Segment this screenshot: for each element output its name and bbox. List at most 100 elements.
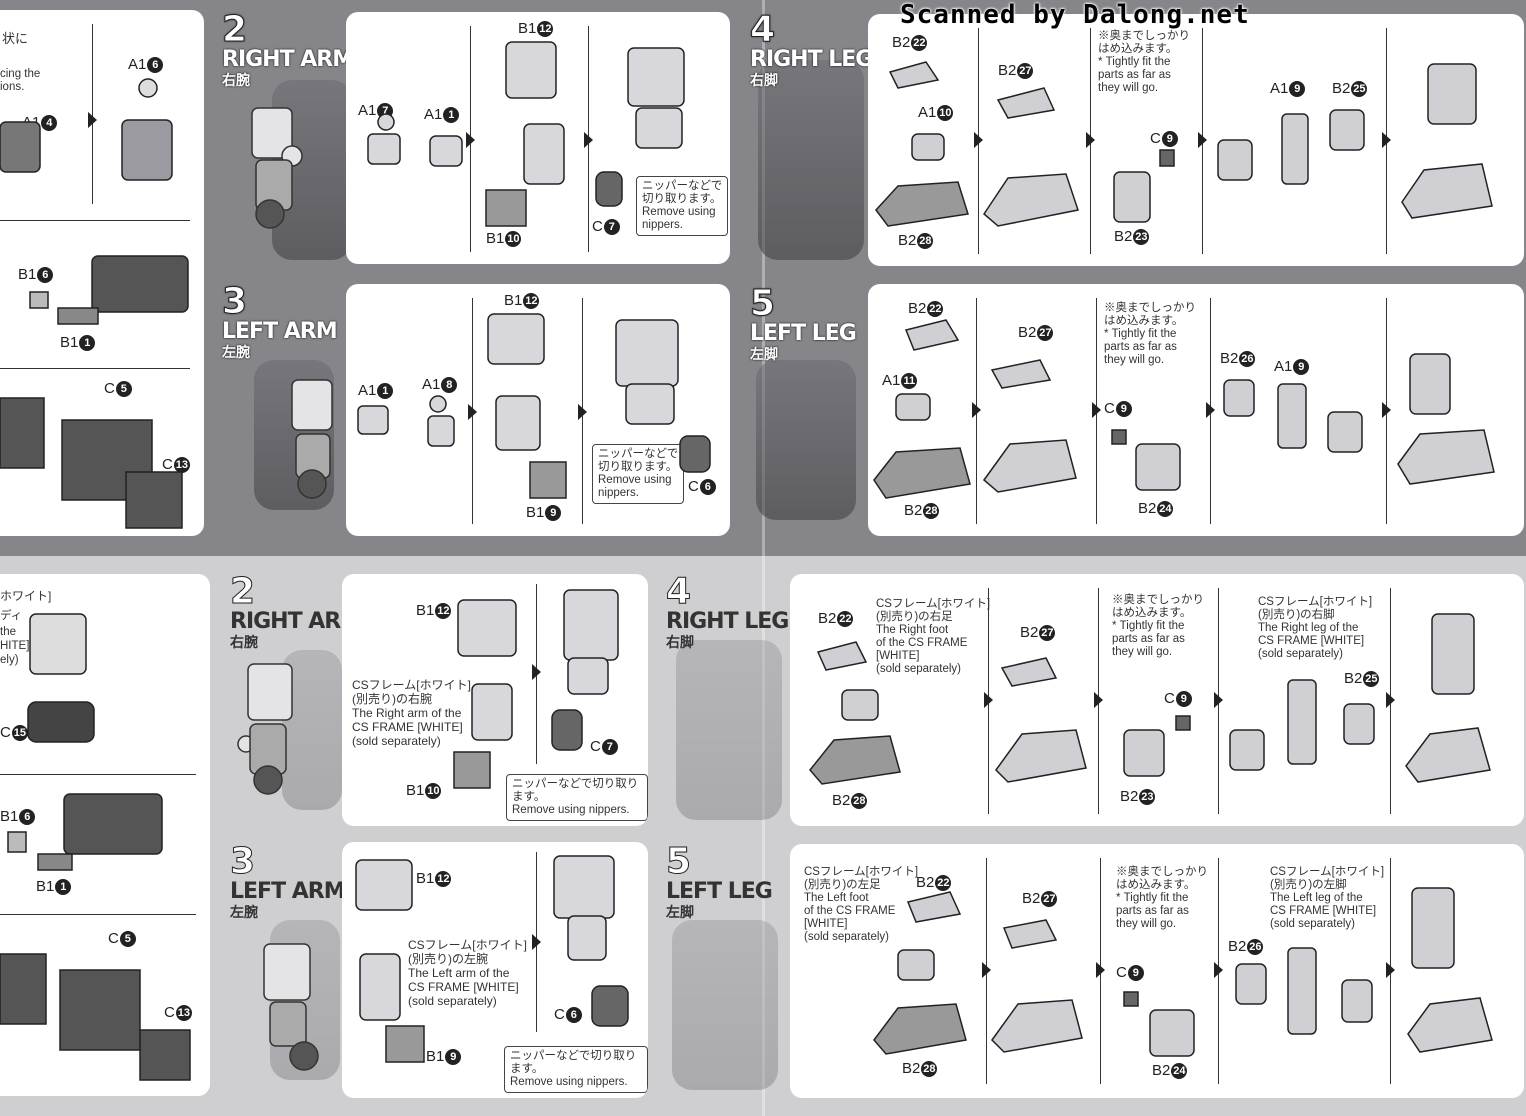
fit-note: ※奥までしっかり はめ込みます。 * Tightly fit the parts…	[1112, 594, 1204, 658]
frame-note: CSフレーム[ホワイト] (別売り)の左足 The Left foot of t…	[804, 866, 919, 943]
parts-illustration	[355, 855, 629, 1063]
fragment-text: ions.	[0, 81, 25, 93]
step-number: 5	[750, 283, 776, 324]
parts-illustration	[367, 41, 685, 227]
left-leg-panel: CSフレーム[ホワイト] (別売り)の左足 The Left foot of t…	[790, 844, 1524, 1098]
arm-diagram	[237, 663, 293, 795]
nipper-note: ニッパーなどで 切り取ります。 Remove using nippers.	[592, 444, 685, 504]
fragment-text: ディ	[0, 610, 23, 622]
step-header: 3 LEFT ARM 左腕	[230, 841, 346, 920]
step-header: 2 RIGHT ARM 右腕	[229, 571, 362, 650]
step-title: RIGHT ARM	[230, 609, 362, 634]
fit-note: ※奥までしっかり はめ込みます。 * Tightly fit the parts…	[1104, 302, 1196, 366]
top-left-fragment-panel: 状に cing the ions. A16 A14 B16 B11 C5 C13	[0, 10, 204, 536]
step-number: 2	[229, 571, 256, 612]
parts-illustration	[0, 613, 191, 1081]
parts-illustration	[357, 313, 711, 499]
step-title: RIGHT LEG	[750, 47, 873, 72]
step-header: 4 RIGHT LEG 右脚	[749, 9, 873, 88]
arm-diagram	[291, 379, 333, 499]
watermark: Scanned by Dalong.net	[900, 0, 1250, 30]
fragment-text: cing the	[0, 68, 41, 80]
fit-note: ※奥までしっかり はめ込みます。 * Tightly fit the parts…	[1116, 866, 1208, 930]
step-number: 3	[230, 841, 256, 882]
parts-illustration	[873, 319, 1495, 499]
step-header: 4 RIGHT LEG 右脚	[665, 573, 789, 650]
frame-note: CSフレーム[ホワイト] (別売り)の右足 The Right foot of …	[876, 598, 991, 675]
nipper-note: ニッパーなどで 切り取ります。 Remove using nippers.	[636, 176, 729, 236]
step-header: 5 LEFT LEG 左脚	[750, 283, 857, 362]
frame-note: CSフレーム[ホワイト] (別売り)の右腕 The Right arm of t…	[352, 678, 471, 748]
step-title-jp: 右脚	[666, 634, 694, 650]
step-header: 2 RIGHT ARM 右腕	[221, 9, 354, 88]
fit-note: ※奥までしっかり はめ込みます。 * Tightly fit the parts…	[1098, 30, 1190, 94]
step-number: 2	[221, 9, 248, 50]
fragment-text: 状に	[2, 31, 29, 46]
fragment-text: ely)	[0, 654, 19, 666]
robot-silhouette	[672, 920, 778, 1090]
step-number: 4	[749, 9, 776, 50]
page-fold	[762, 0, 765, 1116]
step-title: LEFT LEG	[750, 321, 857, 346]
fragment-text: the	[0, 626, 16, 638]
frame-note: CSフレーム[ホワイト] (別売り)の左腕 The Left arm of th…	[408, 938, 527, 1008]
robot-silhouette	[756, 360, 856, 520]
step-title-jp: 左腕	[230, 904, 258, 920]
nipper-note: ニッパーなどで切り取ります。 Remove using nippers.	[506, 774, 648, 821]
nipper-note: ニッパーなどで切り取ります。 Remove using nippers.	[504, 1046, 648, 1093]
robot-silhouette	[758, 60, 864, 260]
step-title: RIGHT LEG	[666, 609, 789, 634]
step-title-jp: 左脚	[750, 346, 778, 362]
parts-illustration	[0, 78, 189, 529]
step-header: 5 LEFT LEG 左脚	[666, 843, 773, 920]
step-title: LEFT ARM	[230, 879, 346, 904]
robot-silhouette	[676, 640, 782, 820]
step-title: RIGHT ARM	[222, 47, 354, 72]
step-title: LEFT LEG	[666, 879, 773, 904]
step-title-jp: 左脚	[666, 904, 694, 920]
frame-note: CSフレーム[ホワイト] (別売り)の右脚 The Right leg of t…	[1258, 596, 1373, 660]
frame-note: CSフレーム[ホワイト] (別売り)の左脚 The Left leg of th…	[1270, 866, 1385, 930]
